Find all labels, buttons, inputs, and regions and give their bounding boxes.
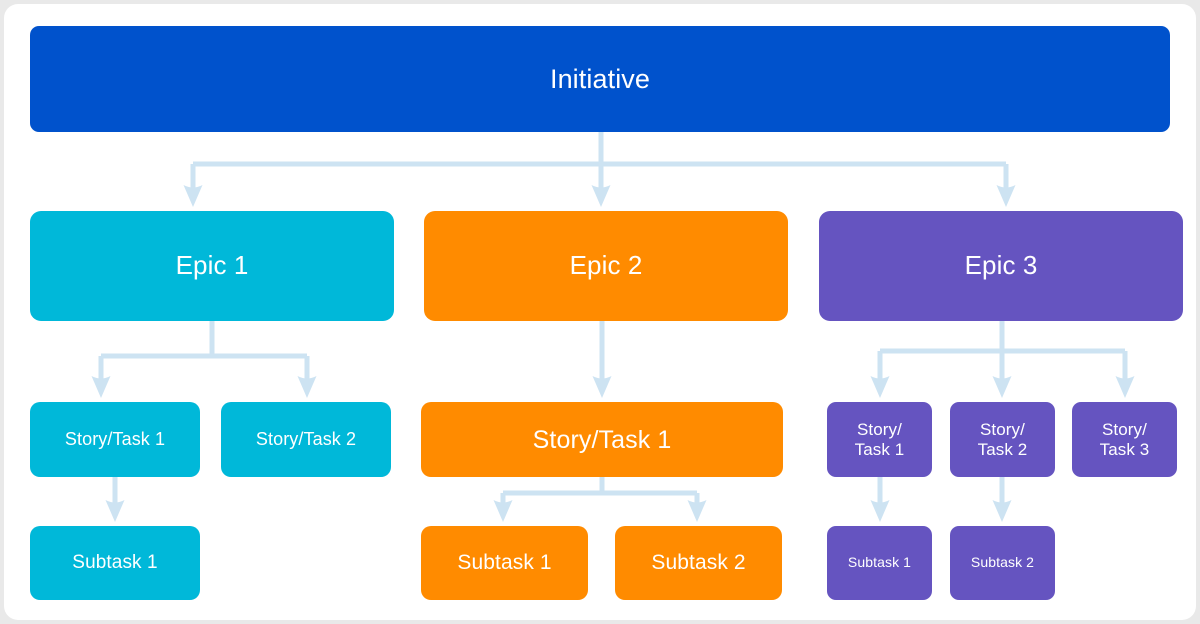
node-label: Epic 1 bbox=[175, 250, 249, 281]
node-epic-1[interactable]: Epic 1 bbox=[30, 211, 394, 321]
node-epic1-subtask-1[interactable]: Subtask 1 bbox=[30, 526, 200, 600]
connector-epic2-to-story bbox=[592, 317, 612, 398]
node-epic1-story-2[interactable]: Story/Task 2 bbox=[221, 402, 391, 477]
connector-initiative-to-epics bbox=[183, 128, 1016, 207]
node-label: Subtask 1 bbox=[457, 551, 552, 575]
node-label: Story/Task 1 bbox=[64, 429, 166, 450]
node-label: Epic 2 bbox=[569, 250, 643, 281]
node-epic3-subtask-1[interactable]: Subtask 1 bbox=[827, 526, 932, 600]
node-label: Subtask 2 bbox=[970, 554, 1035, 571]
node-epic-3[interactable]: Epic 3 bbox=[819, 211, 1183, 321]
node-epic-2[interactable]: Epic 2 bbox=[424, 211, 788, 321]
connector-epic1story1-to-subtask bbox=[105, 473, 125, 522]
node-label: Subtask 1 bbox=[72, 552, 158, 574]
node-label: Subtask 1 bbox=[847, 554, 912, 571]
node-label: Story/ Task 3 bbox=[1099, 420, 1150, 459]
node-label: Story/ Task 1 bbox=[854, 420, 905, 459]
node-epic3-story-2[interactable]: Story/ Task 2 bbox=[950, 402, 1055, 477]
connector-epic2story1-to-subtasks bbox=[493, 473, 707, 522]
node-epic2-story-1[interactable]: Story/Task 1 bbox=[421, 402, 783, 477]
node-epic2-subtask-1[interactable]: Subtask 1 bbox=[421, 526, 588, 600]
node-epic1-story-1[interactable]: Story/Task 1 bbox=[30, 402, 200, 477]
node-initiative[interactable]: Initiative bbox=[30, 26, 1170, 132]
node-label: Story/ Task 2 bbox=[977, 420, 1028, 459]
connector-epic3story2-to-subtask bbox=[992, 473, 1012, 522]
connector-epic3story1-to-subtask bbox=[870, 473, 890, 522]
node-label: Epic 3 bbox=[964, 250, 1038, 281]
node-label: Story/Task 1 bbox=[532, 425, 672, 454]
node-label: Subtask 2 bbox=[651, 551, 746, 575]
node-label: Initiative bbox=[549, 63, 651, 94]
connector-epic1-to-stories bbox=[91, 317, 317, 398]
connector-epic3-to-stories bbox=[870, 317, 1135, 398]
node-epic3-story-3[interactable]: Story/ Task 3 bbox=[1072, 402, 1177, 477]
node-epic3-subtask-2[interactable]: Subtask 2 bbox=[950, 526, 1055, 600]
node-epic2-subtask-2[interactable]: Subtask 2 bbox=[615, 526, 782, 600]
node-epic3-story-1[interactable]: Story/ Task 1 bbox=[827, 402, 932, 477]
node-label: Story/Task 2 bbox=[255, 429, 357, 450]
